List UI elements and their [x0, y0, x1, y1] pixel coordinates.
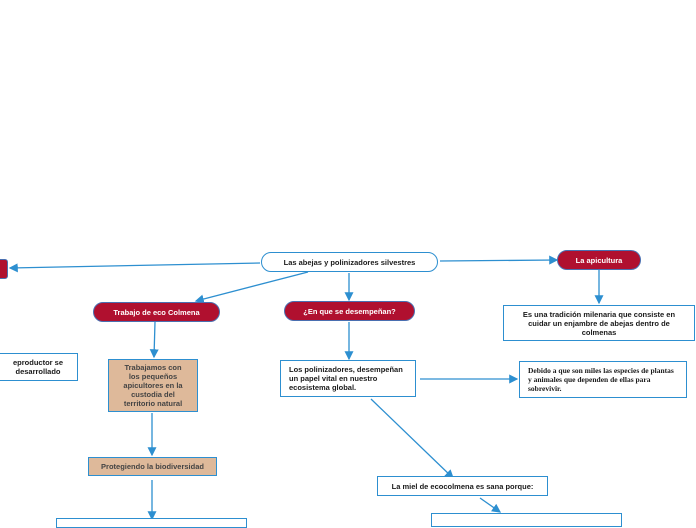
- node-partial-left[interactable]: eproductor se desarrollado: [0, 353, 78, 381]
- edge-miel-down: [479, 497, 502, 513]
- node-debido-a-que[interactable]: Debido a que son miles las especies de p…: [519, 361, 687, 398]
- edge-central-trabajo: [194, 271, 309, 304]
- edge-trabajo-trabajamos: [149, 321, 159, 359]
- node-trabajamos[interactable]: Trabajamos con los pequeños apicultores …: [108, 359, 198, 412]
- node-left-red[interactable]: [0, 259, 8, 279]
- node-trabajo-eco-colmena[interactable]: Trabajo de eco Colmena: [93, 302, 220, 322]
- node-la-apicultura[interactable]: La apicultura: [557, 250, 641, 270]
- node-apicultura-description[interactable]: Es una tradición milenaria que consiste …: [503, 305, 695, 341]
- node-protegiendo-biodiversidad[interactable]: Protegiendo la biodiversidad: [88, 457, 217, 476]
- node-en-que-se-desempenan[interactable]: ¿En que se desempeñan?: [284, 301, 415, 321]
- edge-polinizadores-miel: [370, 398, 454, 479]
- edge-central-apicultura: [439, 255, 559, 265]
- node-bottom-right-partial[interactable]: [431, 513, 622, 527]
- node-polinizadores[interactable]: Los polinizadores, desempeñan un papel v…: [280, 360, 416, 397]
- node-central-topic[interactable]: Las abejas y polinizadores silvestres: [261, 252, 438, 272]
- node-miel-ecocolmena[interactable]: La miel de ecocolmena es sana porque:: [377, 476, 548, 496]
- edge-central-left: [8, 262, 261, 273]
